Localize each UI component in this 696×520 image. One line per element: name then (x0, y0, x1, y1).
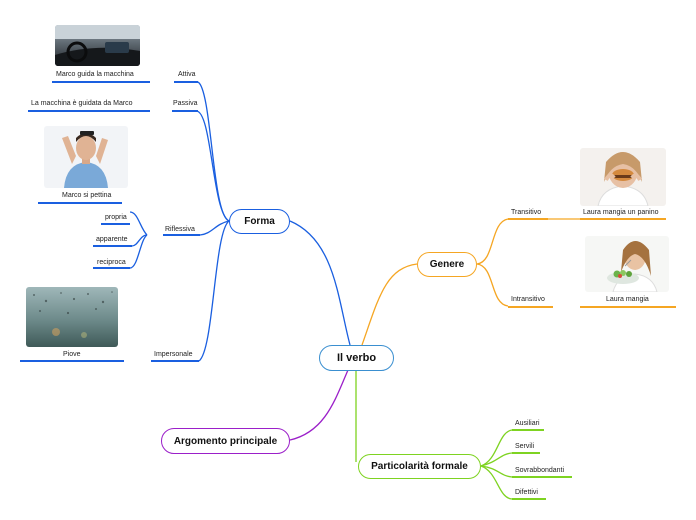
label-intransitivo: Intransitivo (511, 296, 545, 303)
particolarita-connectors (355, 371, 513, 500)
node-argomento-label: Argomento principale (173, 435, 278, 447)
label-impersonale: Impersonale (154, 351, 193, 358)
woman-eating-burger-image (580, 148, 666, 206)
label-passiva-example: La macchina è guidata da Marco (31, 100, 133, 107)
label-riflessiva-example: Marco si pettina (62, 192, 112, 199)
node-forma-label: Forma (244, 216, 275, 227)
node-forma[interactable]: Forma (229, 209, 290, 234)
label-riflessiva: Riflessiva (165, 226, 195, 233)
label-servili: Servili (515, 443, 535, 450)
genere-underlines (508, 218, 676, 308)
label-transitivo: Transitivo (511, 209, 542, 216)
car-icon (55, 25, 140, 66)
man-icon (62, 131, 108, 188)
salad-icon (607, 241, 658, 292)
car-dashboard-image (55, 25, 140, 66)
node-genere-label: Genere (429, 259, 465, 270)
label-impersonale-example: Piove (63, 351, 81, 358)
label-ausiliari: Ausiliari (515, 420, 540, 427)
rain-window-image (26, 287, 118, 347)
man-combing-image (44, 126, 128, 188)
node-particolarita-label: Particolarità formale (371, 461, 468, 472)
forma-connectors (129, 81, 351, 362)
label-attiva: Attiva (178, 71, 196, 78)
woman-eating-salad-image (585, 236, 669, 292)
node-root[interactable]: Il verbo (319, 345, 394, 371)
particolarita-underlines (512, 429, 572, 500)
node-genere[interactable]: Genere (417, 252, 477, 277)
label-transitivo-example: Laura mangia un panino (583, 209, 659, 216)
genere-connectors (361, 218, 580, 346)
forma-underlines (20, 81, 200, 362)
label-difettivi: Difettivi (515, 489, 538, 496)
label-apparente: apparente (96, 236, 128, 243)
label-reciproca: reciproca (97, 259, 126, 266)
burger-icon (597, 152, 649, 206)
node-particolarita[interactable]: Particolarità formale (358, 454, 481, 479)
label-propria: propria (105, 214, 127, 221)
node-argomento[interactable]: Argomento principale (161, 428, 290, 454)
label-attiva-example: Marco guida la macchina (56, 71, 134, 78)
label-sovrabbondanti: Sovrabbondanti (515, 467, 565, 474)
node-root-label: Il verbo (336, 352, 377, 364)
label-passiva: Passiva (173, 100, 198, 107)
rain-icon (33, 291, 113, 338)
argomento-connector (289, 369, 349, 441)
label-intransitivo-example: Laura mangia (606, 296, 649, 303)
